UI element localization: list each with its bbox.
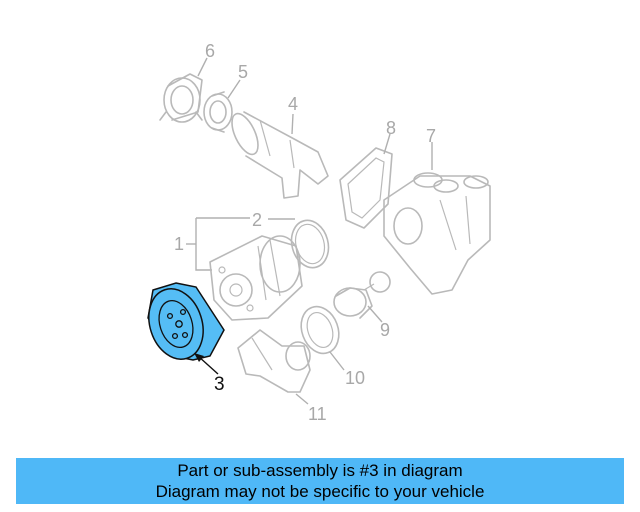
callout-3-arrowhead [194,353,204,362]
parts-diagram: 6 5 4 8 7 2 1 [140,41,491,424]
callout-4: 4 [288,94,298,114]
callout-6: 6 [205,41,215,61]
part-4-pipe[interactable] [227,110,329,199]
callout-9: 9 [380,320,390,340]
info-banner: Part or sub-assembly is #3 in diagram Di… [16,458,624,504]
callout-8: 8 [386,118,396,138]
part-1-water-pump[interactable] [209,235,303,321]
part-10-gasket[interactable] [295,301,345,358]
banner-line-2: Diagram may not be specific to your vehi… [155,482,485,501]
callout-11: 11 [308,404,327,424]
part-6-seal-housing[interactable] [159,73,203,123]
callout-7: 7 [426,126,436,146]
callout-10: 10 [345,368,365,388]
part-8-gasket[interactable] [339,147,393,229]
callout-2: 2 [252,210,262,230]
callout-3: 3 [214,374,225,395]
part-11-elbow[interactable] [237,329,311,393]
banner-line-1: Part or sub-assembly is #3 in diagram [177,461,463,480]
callout-1: 1 [174,234,184,254]
part-7-housing[interactable] [383,172,491,295]
part-5-ring[interactable] [203,91,233,133]
part-9-thermostat[interactable] [333,271,391,319]
part-3-pulley[interactable] [140,282,225,367]
callout-5: 5 [238,62,248,82]
